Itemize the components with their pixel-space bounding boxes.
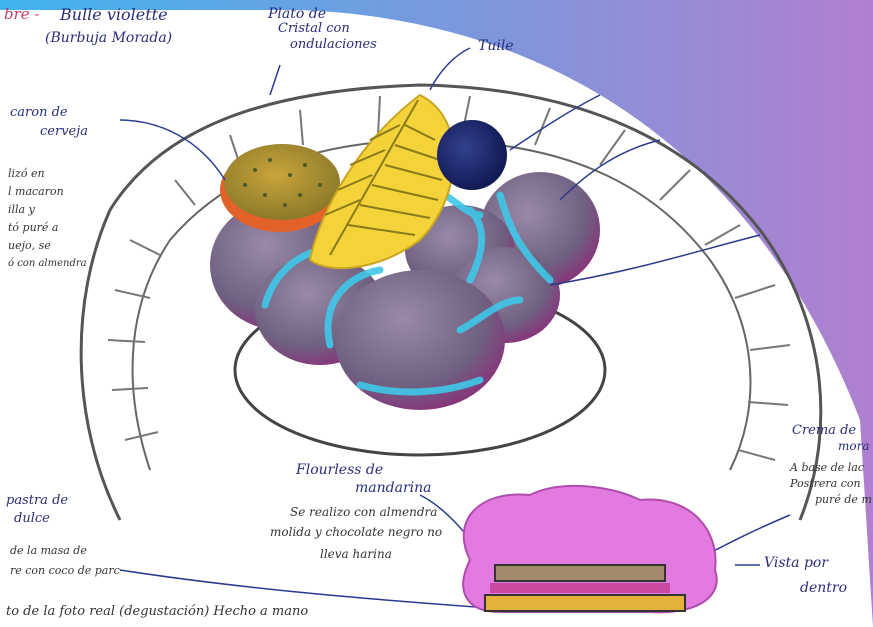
flourless-desc-3: lleva harina	[320, 548, 392, 562]
inside-view-label-1: Vista por	[764, 555, 828, 571]
crema-desc-2: Postrera con	[790, 478, 861, 491]
pastry-label-2: dulce	[14, 512, 50, 527]
tuile-label: Tuile	[478, 38, 514, 54]
plate-label-3: ondulaciones	[290, 38, 377, 53]
macaron-label-2: cerveja	[40, 125, 88, 140]
crema-desc-1: A base de lac	[790, 462, 864, 475]
pastry-label-1: pastra de	[6, 494, 68, 509]
blue-berry	[437, 120, 507, 190]
pastry-desc-2: re con coco de parc	[10, 565, 120, 578]
macaron-desc-2: l macaron	[8, 186, 64, 199]
inside-view-label-2: dentro	[800, 580, 847, 596]
footer-caption: to de la foto real (degustación) Hecho a…	[6, 605, 308, 620]
flourless-label-2: mandarina	[355, 480, 431, 496]
bubble-subtitle: (Burbuja Morada)	[45, 30, 172, 46]
macaron-label-1: caron de	[10, 106, 68, 121]
pastry-desc-1: de la masa de	[10, 545, 87, 558]
flourless-desc-1: Se realizo con almendra	[290, 506, 437, 520]
macaron-desc-4: tó puré a	[8, 222, 59, 235]
macaron-desc-3: illa y	[8, 204, 35, 217]
flourless-desc-2: molida y chocolate negro no	[270, 526, 442, 540]
crema-label-2: mora	[838, 440, 870, 454]
plate-label-1: Plato de	[268, 6, 326, 22]
bubble-title-prefix: bre -	[4, 6, 40, 23]
crema-label-1: Crema de	[792, 424, 856, 439]
bubble-title: Bulle violette	[60, 6, 168, 24]
macaron-desc-1: lizó en	[8, 168, 45, 181]
crema-desc-3: puré de m	[815, 494, 872, 507]
macaron-desc-5: uejo, se	[8, 240, 51, 253]
macaron-desc-6: ó con almendra	[8, 258, 87, 270]
plate-label-2: Cristal con	[278, 22, 350, 37]
inside-view	[463, 486, 716, 612]
flourless-label-1: Flourless de	[296, 462, 383, 478]
